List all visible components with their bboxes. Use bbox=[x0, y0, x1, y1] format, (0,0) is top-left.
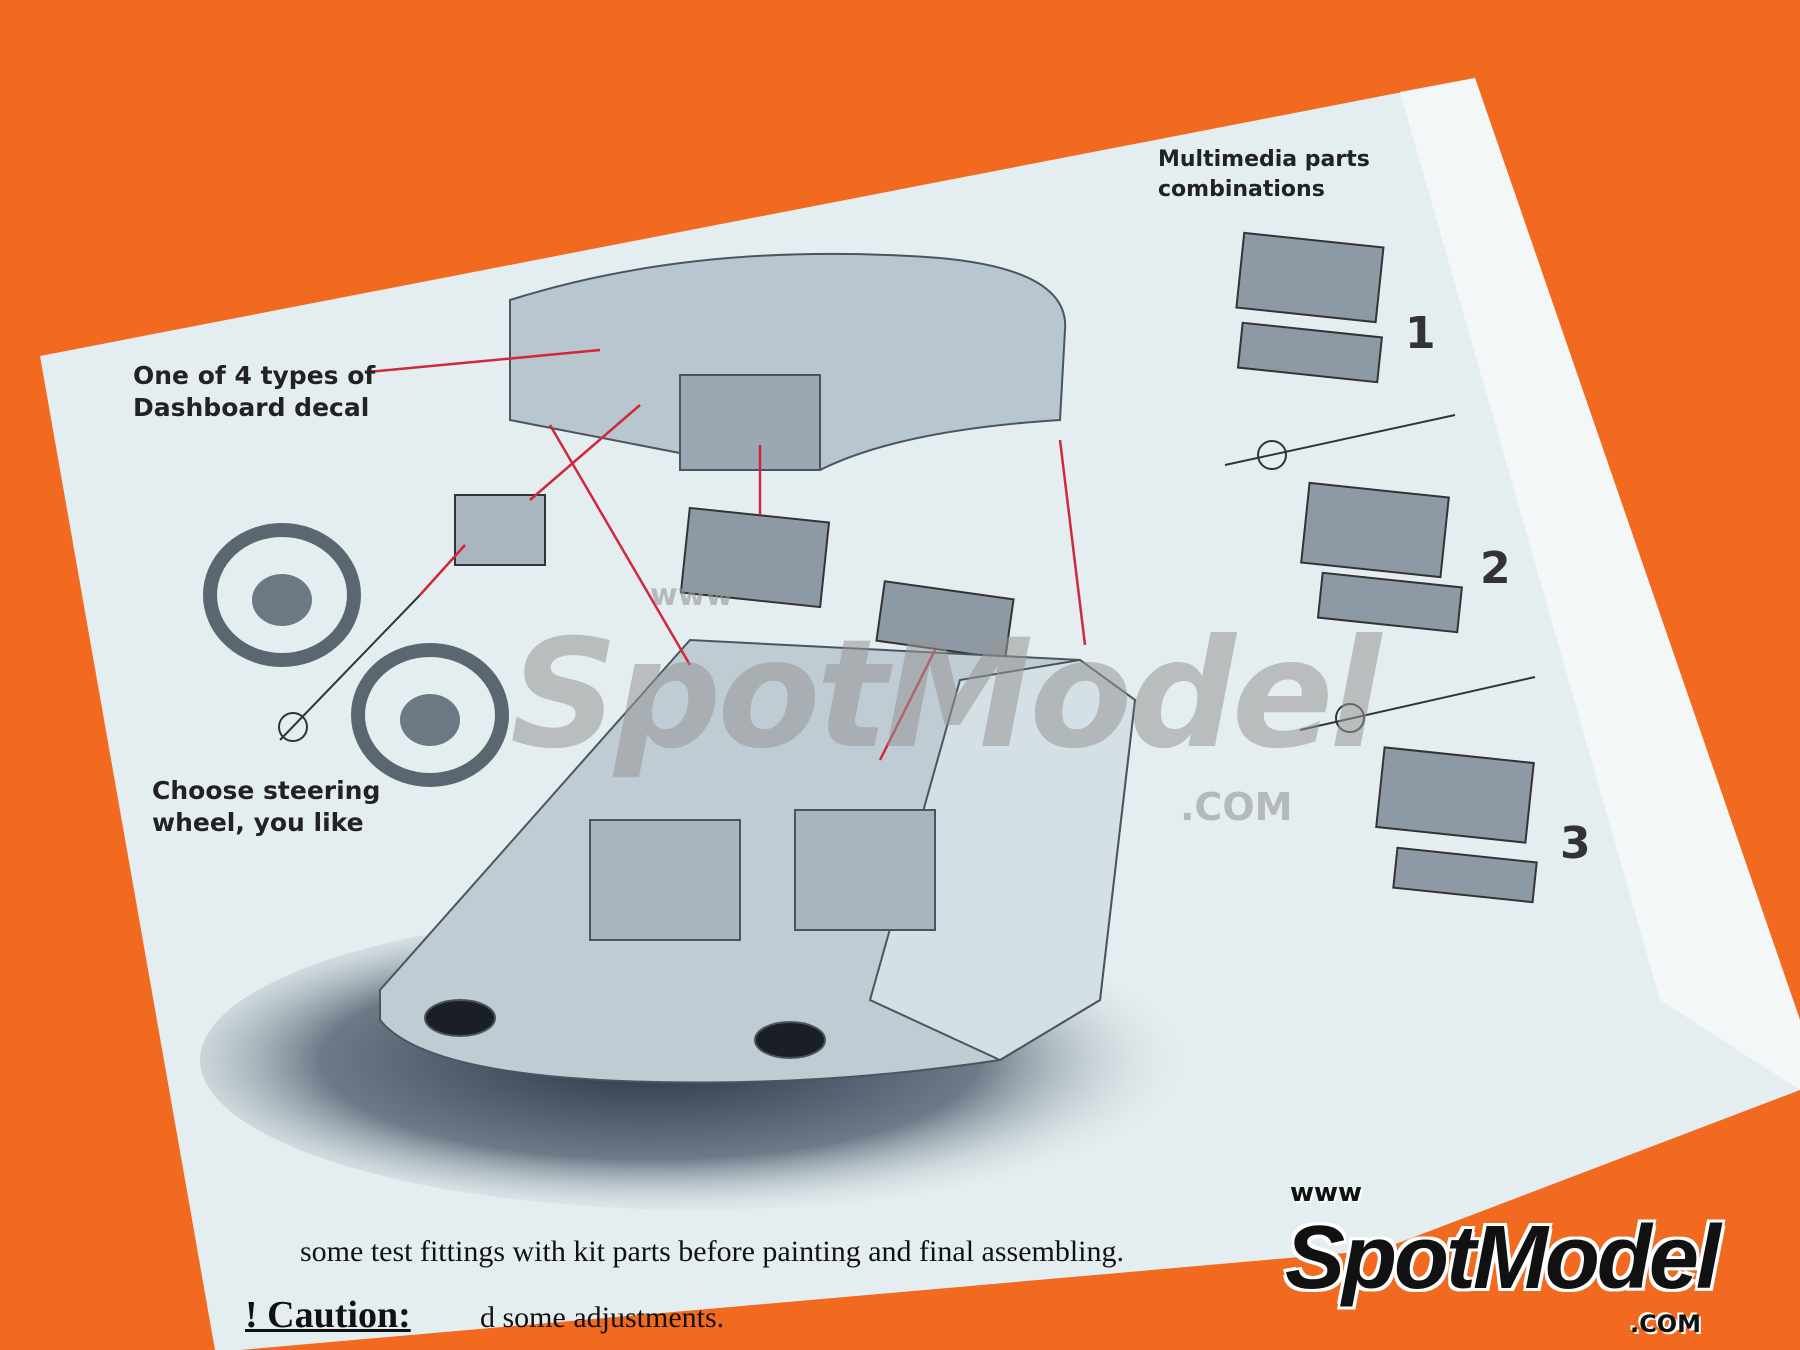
steering-wheel-label: Choose steering wheel, you like bbox=[152, 775, 380, 839]
or-dividers bbox=[278, 414, 1536, 742]
spotmodel-logo: SpotModel bbox=[1285, 1208, 1721, 1308]
watermark-www: www bbox=[650, 578, 734, 613]
caution-heading: ! Caution: bbox=[245, 1294, 411, 1336]
multimedia-label: Multimedia parts combinations bbox=[1158, 145, 1370, 205]
interior-tub bbox=[379, 638, 1137, 1084]
combination-number-3: 3 bbox=[1560, 818, 1591, 869]
caution-line-2: d some adjustments. bbox=[480, 1301, 725, 1334]
caution-line-1: some test fittings with kit parts before… bbox=[300, 1235, 1125, 1268]
watermark-brand: SpotModel bbox=[510, 608, 1381, 782]
pointer-arrows bbox=[367, 348, 1087, 761]
watermark-com: .COM bbox=[1180, 785, 1293, 829]
steering-wheels bbox=[203, 523, 509, 787]
label-line: Dashboard decal bbox=[133, 393, 370, 422]
radio-unit bbox=[679, 231, 1538, 904]
watermark: SpotModel bbox=[510, 620, 1381, 770]
label-line: Multimedia parts bbox=[1158, 147, 1370, 172]
dashboard-decal-label: One of 4 types of Dashboard decal bbox=[133, 360, 375, 424]
steering-column-part bbox=[454, 494, 546, 566]
label-line: One of 4 types of bbox=[133, 361, 376, 390]
label-line: combinations bbox=[1158, 177, 1325, 202]
dashboard-part bbox=[509, 252, 1067, 472]
label-line: Choose steering bbox=[152, 776, 381, 805]
combination-number-2: 2 bbox=[1480, 543, 1511, 594]
logo-www: www bbox=[1290, 1178, 1363, 1208]
label-line: wheel, you like bbox=[152, 808, 364, 837]
combination-number-1: 1 bbox=[1405, 308, 1436, 359]
logo-com: .COM bbox=[1630, 1310, 1702, 1338]
